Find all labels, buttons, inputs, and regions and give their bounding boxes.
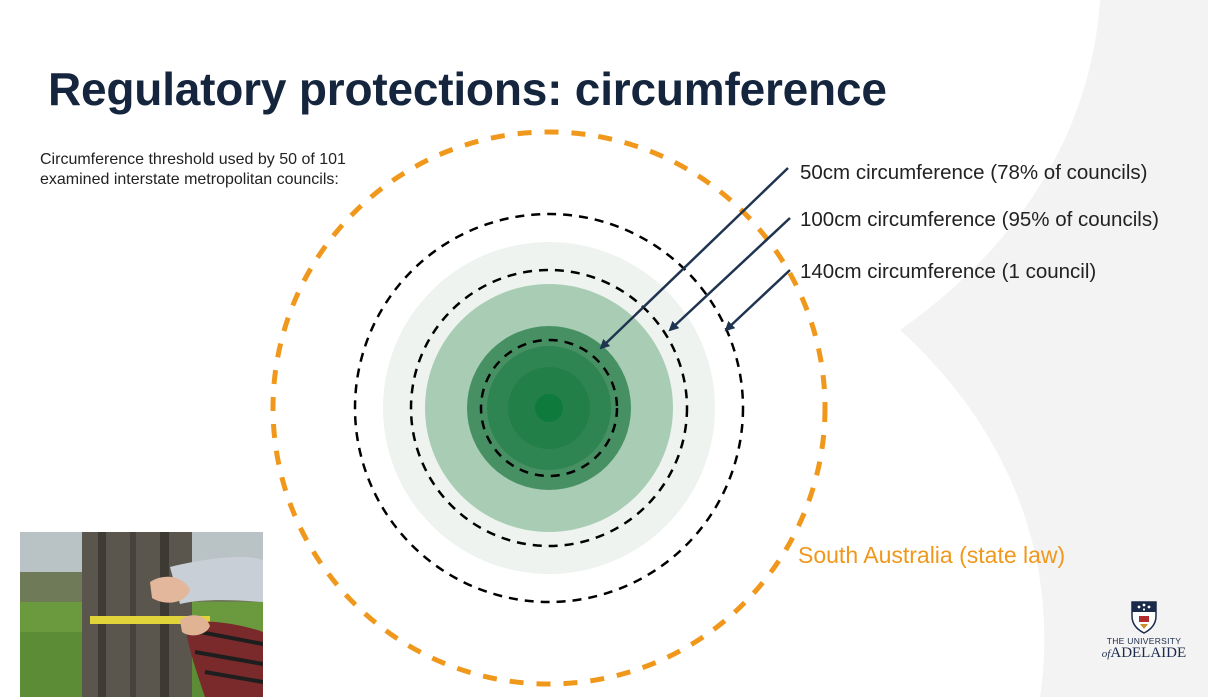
arrow-100cm (668, 217, 791, 332)
page-title: Regulatory protections: circumference (48, 63, 887, 115)
ring-50cm (479, 338, 619, 478)
label-140cm: 140cm circumference (1 council) (800, 260, 1097, 283)
arrow-50cm (599, 167, 789, 350)
logo-line2: ofADELAIDE (1094, 646, 1194, 662)
label-50cm: 50cm circumference (78% of councils) (800, 161, 1148, 184)
ring-140cm (353, 212, 745, 604)
logo-of: of (1101, 648, 1111, 660)
logo-line1: THE UNIVERSITY (1106, 636, 1182, 646)
arrow-140cm (724, 269, 791, 332)
fill-ring-core (535, 394, 563, 422)
ring-south-australia (270, 129, 828, 687)
logo-adelaide: ADELAIDE (1110, 645, 1187, 661)
intro-text: Circumference threshold used by 50 of 10… (40, 151, 346, 188)
label-100cm: 100cm circumference (95% of councils) (800, 208, 1159, 231)
label-south-australia: South Australia (state law) (798, 542, 1066, 568)
ring-100cm (409, 268, 689, 548)
tree-measuring-photo (20, 532, 263, 697)
crest-icon (1131, 601, 1157, 634)
university-logo: THE UNIVERSITY ofADELAIDE (1094, 600, 1194, 672)
